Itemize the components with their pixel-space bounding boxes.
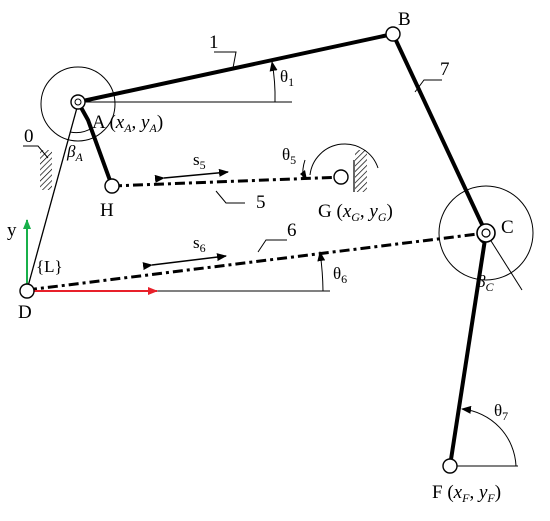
joint-c-inner xyxy=(481,228,491,238)
label-theta6: θ6 xyxy=(333,264,347,286)
joint-f xyxy=(442,458,458,474)
beta-c-reference-line xyxy=(485,232,523,291)
ground-hatch-a xyxy=(40,150,52,190)
label-point-a: A (xA, yA) xyxy=(92,112,163,135)
label-link-7: 7 xyxy=(440,59,450,80)
joint-arc-g xyxy=(309,143,379,176)
link-5 xyxy=(111,175,345,188)
leader-link-7 xyxy=(414,79,442,93)
label-s5: s5 xyxy=(193,150,206,172)
link-0-ground xyxy=(26,103,79,291)
link-c-f xyxy=(448,232,488,467)
label-y-axis: y xyxy=(7,220,17,241)
label-theta7: θ7 xyxy=(494,401,508,423)
angle-beta-a-arc xyxy=(69,127,93,134)
label-point-b: B xyxy=(398,9,411,30)
label-frame-l: {L} xyxy=(36,257,63,276)
link-6 xyxy=(26,231,487,292)
joint-b xyxy=(385,26,401,42)
s5-arrow xyxy=(154,168,229,183)
label-theta5: θ5 xyxy=(282,145,296,167)
theta7-arc xyxy=(461,405,517,467)
leader-link-6 xyxy=(257,239,287,253)
theta1-arc xyxy=(269,61,278,103)
leader-link-5 xyxy=(215,190,245,204)
joint-d xyxy=(19,283,35,299)
label-link-1: 1 xyxy=(209,32,219,53)
leader-link-0 xyxy=(23,145,49,159)
joint-circle-a xyxy=(40,66,116,142)
label-s6: s6 xyxy=(193,233,206,255)
label-point-c: C xyxy=(501,217,514,238)
ground-hatch-g xyxy=(355,150,367,192)
joint-g xyxy=(333,169,349,185)
leader-link-1 xyxy=(214,51,237,69)
theta6-arc xyxy=(317,251,326,292)
label-link-0: 0 xyxy=(24,126,34,147)
label-beta-a: βA xyxy=(66,142,83,164)
label-beta-c: βC xyxy=(476,272,494,294)
link-1 xyxy=(77,32,394,104)
joint-h xyxy=(104,178,120,194)
s6-arrow xyxy=(142,253,227,271)
label-link-6: 6 xyxy=(287,220,297,241)
joint-a-inner xyxy=(74,98,82,106)
theta5-arc xyxy=(302,159,306,179)
label-point-h: H xyxy=(100,200,114,221)
link-7 xyxy=(391,33,488,234)
joint-circle-c xyxy=(438,185,534,281)
label-point-d: D xyxy=(18,302,32,323)
theta5-arrowhead xyxy=(300,170,307,180)
label-link-5: 5 xyxy=(256,192,266,213)
label-theta1: θ1 xyxy=(280,67,294,89)
label-point-g: G (xG, yG) xyxy=(318,201,393,224)
label-point-f: F (xF, yF) xyxy=(432,482,501,505)
